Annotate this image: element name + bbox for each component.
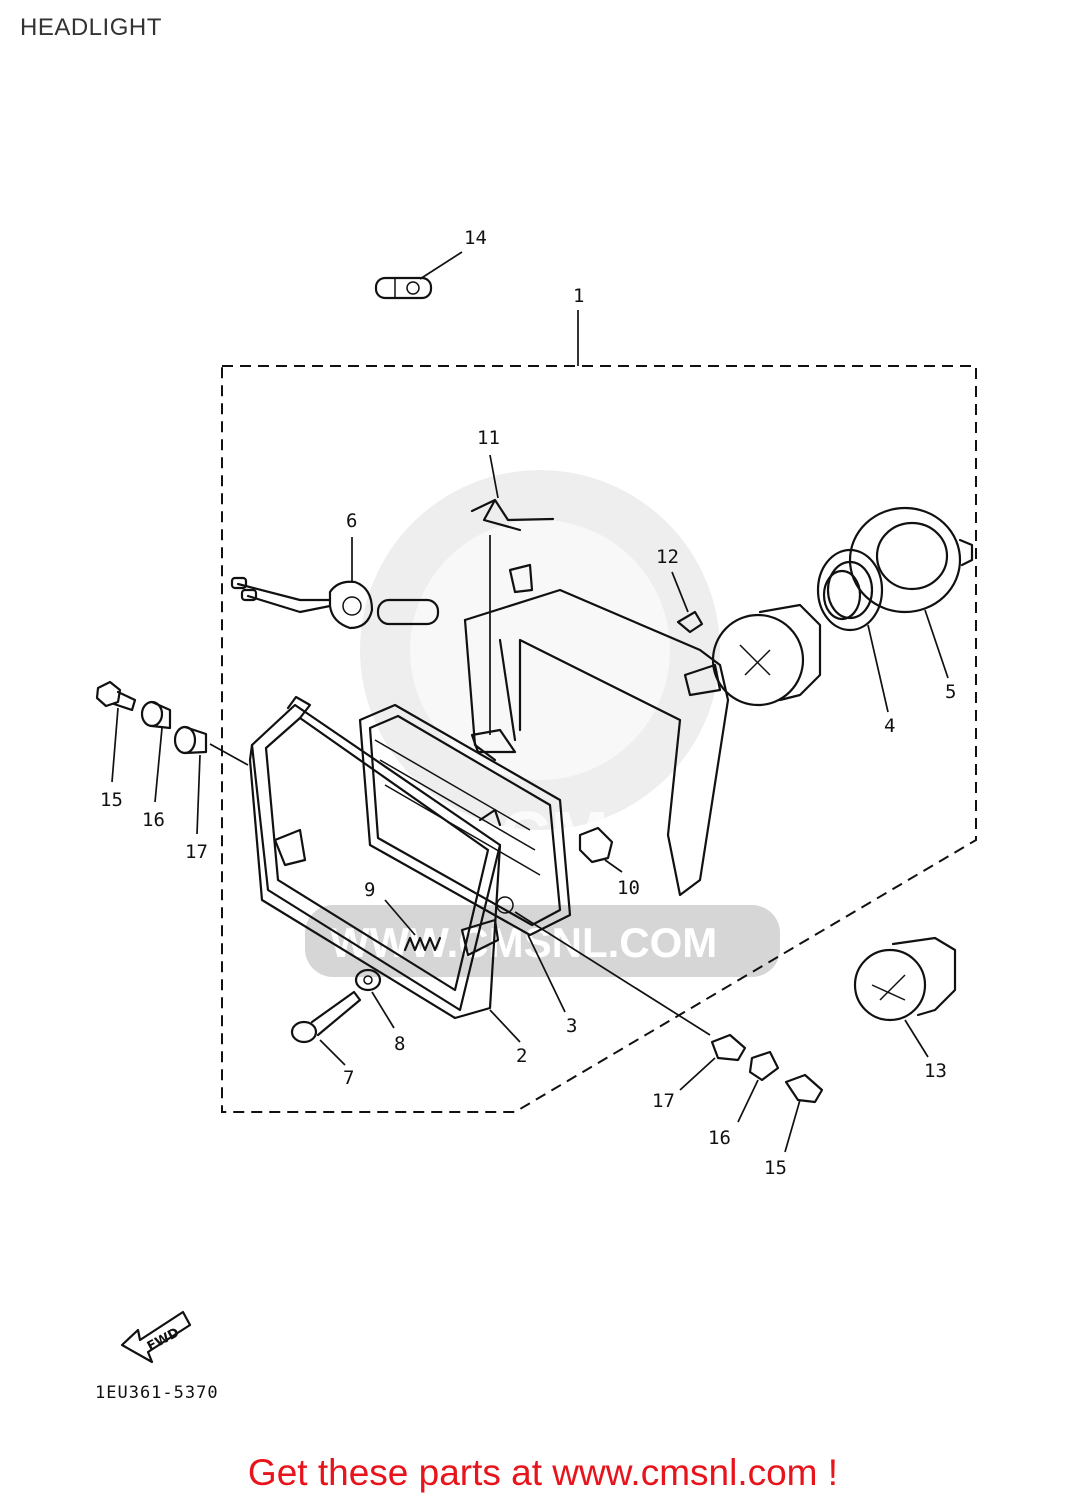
fwd-label: FWD — [145, 1325, 182, 1354]
part-16-collar-right — [737, 1050, 780, 1123]
part-12-bulb-small — [671, 571, 704, 634]
part-8-nut — [354, 968, 395, 1029]
fwd-arrow-icon: FWD — [120, 1310, 192, 1364]
cms-watermark: CMS WWW.CMSNL.COM — [305, 470, 780, 977]
part-11-clip — [470, 454, 555, 735]
callout-16-right: 16 — [708, 1127, 731, 1149]
callout-2: 2 — [516, 1045, 527, 1067]
part-7-screw — [290, 990, 362, 1066]
part-5-cover — [848, 506, 974, 679]
callout-6: 6 — [346, 510, 357, 532]
callout-1: 1 — [573, 285, 584, 307]
footer-link[interactable]: Get these parts at www.cmsnl.com ! — [247, 1452, 839, 1493]
callout-13: 13 — [924, 1060, 947, 1082]
drawing-code: 1EU361-5370 — [95, 1383, 219, 1403]
headlight-bulb — [711, 603, 822, 707]
callout-16-left: 16 — [142, 809, 165, 831]
part-13-bulb — [853, 936, 957, 1058]
part-15-bolt-right — [784, 1073, 824, 1153]
part-17-grommet-left — [173, 725, 249, 835]
callout-11: 11 — [477, 427, 500, 449]
callout-4: 4 — [884, 715, 895, 737]
assembly-boundary — [221, 365, 977, 1113]
callout-17-right: 17 — [652, 1090, 675, 1112]
callout-14: 14 — [464, 227, 487, 249]
part-9-spring — [384, 899, 442, 952]
callout-15-left: 15 — [100, 789, 123, 811]
page-title: HEADLIGHT — [20, 14, 162, 41]
watermark-url: WWW.CMSNL.COM — [330, 919, 717, 966]
callout-3: 3 — [566, 1015, 577, 1037]
callout-12: 12 — [656, 546, 679, 568]
callout-15-right: 15 — [764, 1157, 787, 1179]
callout-10: 10 — [617, 877, 640, 899]
part-6-socket — [230, 537, 440, 630]
callout-7: 7 — [343, 1067, 354, 1089]
part-14-bulb — [374, 251, 463, 300]
part-16-collar-left — [140, 700, 172, 803]
callout-17-left: 17 — [185, 841, 208, 863]
part-2-rim — [248, 695, 521, 1043]
part-10-nut — [578, 826, 623, 873]
callout-8: 8 — [394, 1033, 405, 1055]
callout-9: 9 — [364, 879, 375, 901]
callout-5: 5 — [945, 681, 956, 703]
part-17-grommet-right — [514, 911, 747, 1091]
part-15-bolt-left — [95, 680, 137, 783]
watermark-logo: CMS — [500, 797, 656, 875]
headlight-case — [463, 563, 730, 897]
